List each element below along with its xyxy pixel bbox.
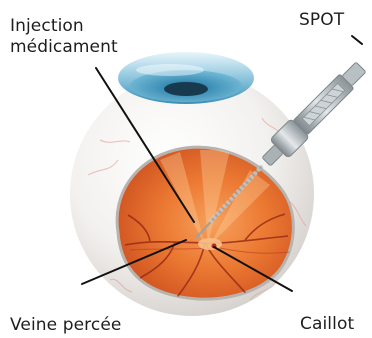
label-veine-percee: Veine percée [10, 315, 121, 336]
label-injection-line2: médicament [10, 37, 118, 58]
cornea-iris [118, 52, 254, 104]
label-spot: SPOT [299, 10, 344, 31]
label-injection-medicament: Injection médicament [10, 16, 118, 58]
label-injection-line1: Injection [10, 16, 118, 37]
leader-line-spot [352, 36, 362, 44]
label-caillot: Caillot [300, 314, 354, 335]
